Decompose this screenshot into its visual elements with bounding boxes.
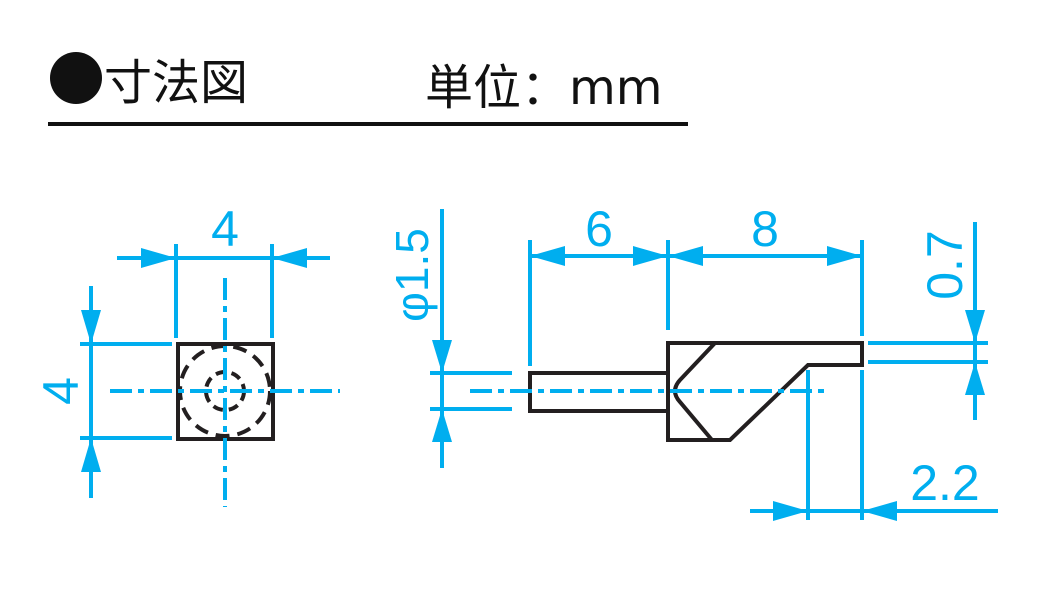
- arrow-icon: [965, 310, 985, 343]
- side-view: φ1.5 6 8 0.7 2.2: [386, 201, 998, 521]
- thickness-dim-label: 0.7: [917, 230, 973, 300]
- arrow-icon: [81, 438, 101, 472]
- arrow-icon: [81, 310, 101, 344]
- unit-label: 単位：mm: [425, 60, 663, 116]
- arrow-icon: [432, 409, 452, 442]
- arrow-icon: [862, 501, 897, 521]
- arrow-icon: [141, 248, 176, 268]
- width-dim-label: 4: [211, 201, 239, 257]
- arrow-icon: [773, 501, 808, 521]
- front-view: 4 4: [33, 201, 340, 507]
- body-outline: [666, 341, 864, 442]
- drawing-title: 寸法図: [104, 55, 248, 111]
- arrow-icon: [272, 248, 307, 268]
- pin-length-dim-label: 6: [585, 201, 613, 257]
- bullet-icon: [50, 52, 102, 104]
- diameter-dim-label: φ1.5: [386, 228, 438, 322]
- arrow-icon: [530, 246, 565, 266]
- arrow-icon: [965, 362, 985, 395]
- body-length-dim-label: 8: [751, 201, 779, 257]
- arrow-icon: [432, 340, 452, 373]
- arrow-icon: [827, 246, 862, 266]
- arrow-icon: [668, 246, 703, 266]
- tab-length-dim-label: 2.2: [910, 455, 980, 511]
- arrow-icon: [633, 246, 668, 266]
- height-dim-label: 4: [33, 377, 89, 405]
